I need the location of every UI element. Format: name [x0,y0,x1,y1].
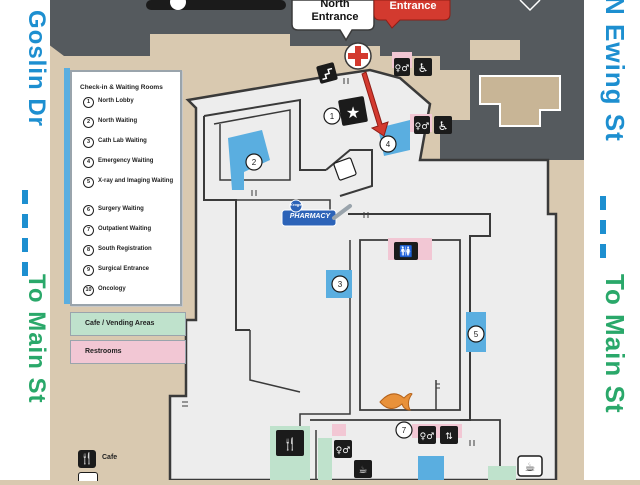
svg-text:★: ★ [346,103,360,122]
elevator-icon: ⇅ [440,426,458,444]
top-sign [146,0,286,10]
pharmacy-logo: Kroger [290,202,304,207]
wall [249,330,301,393]
entrance-label[interactable]: Entrance [389,0,437,12]
road-arrow [519,0,541,12]
restroom-icon: ♀♂ [418,426,436,444]
restroom-icon: ♀♂ [394,58,410,76]
accessible-icon: ♿ [434,116,452,134]
svg-text:♀♂: ♀♂ [395,64,410,74]
waiting-marker-3[interactable]: 3 [331,275,349,293]
right-street-dashes [600,196,606,258]
svg-text:🚻: 🚻 [399,245,413,258]
svg-text:2: 2 [252,158,257,167]
waiting-area-7 [418,456,444,480]
svg-text:4: 4 [386,140,391,149]
right-road-island [479,75,561,127]
waiting-marker-1[interactable]: 1 [323,107,341,125]
wall [310,419,501,480]
cafe-key-icon: 🍴 [78,450,96,468]
stairs-key-icon [78,472,98,481]
waiting-marker-4[interactable]: 4 [379,135,397,153]
fish-icon [379,393,413,411]
restrooms-key: Restrooms [70,340,186,364]
wall [325,149,373,197]
entrance-arrow [361,71,389,137]
stairs-icon [333,157,357,181]
street-name-goslin-dr: Goslin Dr [23,10,50,128]
svg-text:🍴: 🍴 [283,437,298,451]
legend-title: Check-in & Waiting Rooms [80,84,163,91]
right-road-stub [548,130,584,154]
right-street-strip [584,0,640,480]
door-marks [182,78,475,446]
pharmacy-label[interactable]: PHARMACY [289,213,331,220]
waiting-marker-2[interactable]: 2 [245,153,263,171]
street-name-n-ewing-st: N Ewing St [600,0,630,142]
pharmacy-sign [281,199,352,227]
wall [213,109,291,181]
cafe-vending-key: Cafe / Vending Areas [70,312,186,336]
top-road [48,0,600,70]
svg-text:♀♂: ♀♂ [336,446,351,456]
stairs-icon [316,62,338,84]
vending-icon: ☕ [354,460,372,478]
north-entrance-label[interactable]: North Entrance [311,0,359,23]
restroom-area [332,424,346,436]
information-star-icon: ★ [338,96,368,126]
svg-text:7: 7 [402,426,407,435]
wall [299,240,351,430]
svg-text:♀♂: ♀♂ [415,122,430,132]
cafe-vending-key-label: Cafe / Vending Areas [85,320,155,327]
restroom-icon: 🚻 [394,242,418,260]
wall [236,199,331,210]
cafe-area [488,466,516,480]
accessible-icon: ♿ [414,58,432,76]
street-name-to-main-st-left: To Main St [23,274,50,404]
svg-text:♿: ♿ [418,61,429,75]
waiting-marker-7[interactable]: 7 [395,421,413,439]
entrance-callout [373,0,451,29]
entrance-marker-icon [344,42,372,70]
top-sign-circle [170,0,186,10]
wall [203,98,326,171]
restroom-icon: ♀♂ [414,116,430,134]
waiting-marker-5[interactable]: 5 [467,325,485,343]
svg-text:♀♂: ♀♂ [420,432,435,442]
svg-text:1: 1 [330,112,335,121]
svg-text:☕: ☕ [359,465,368,476]
left-street-dashes [22,190,28,276]
svg-text:3: 3 [338,280,343,289]
street-name-to-main-st-right: To Main St [600,274,630,414]
restrooms-key-label: Restrooms [85,348,122,355]
svg-text:5: 5 [474,330,479,339]
svg-text:☕: ☕ [525,460,536,474]
cafe-area [318,438,332,480]
coffee-icon: ☕ [517,455,543,477]
legend-waiting-swatch [64,68,70,304]
restroom-icon: ♀♂ [334,440,352,458]
north-entrance-callout [291,0,375,42]
cafe-icon: 🍴 [276,430,304,456]
cafe-key-label: Cafe [102,454,118,461]
svg-text:♿: ♿ [438,119,449,133]
svg-text:⇅: ⇅ [445,432,453,442]
